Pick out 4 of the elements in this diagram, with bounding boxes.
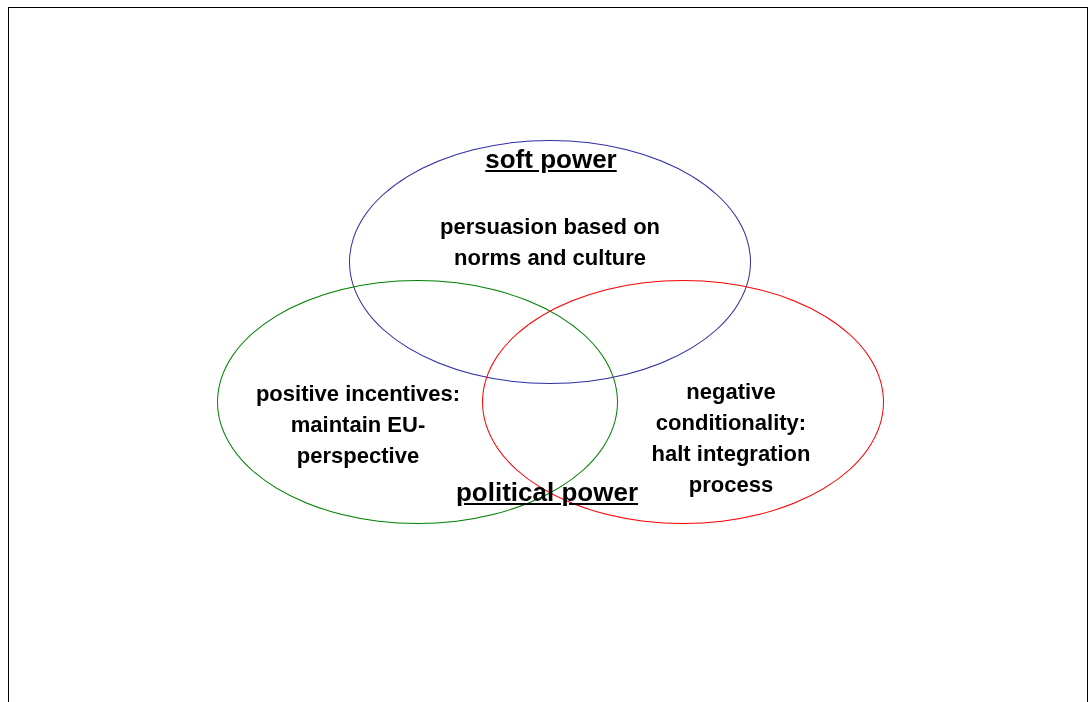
description-text: persuasion based on norms and culture <box>438 213 662 272</box>
description-text: positive incentives: maintain EU-perspective <box>254 380 462 470</box>
description-text: negative conditionality: halt integration process <box>650 378 812 499</box>
heading: soft power <box>485 144 617 174</box>
